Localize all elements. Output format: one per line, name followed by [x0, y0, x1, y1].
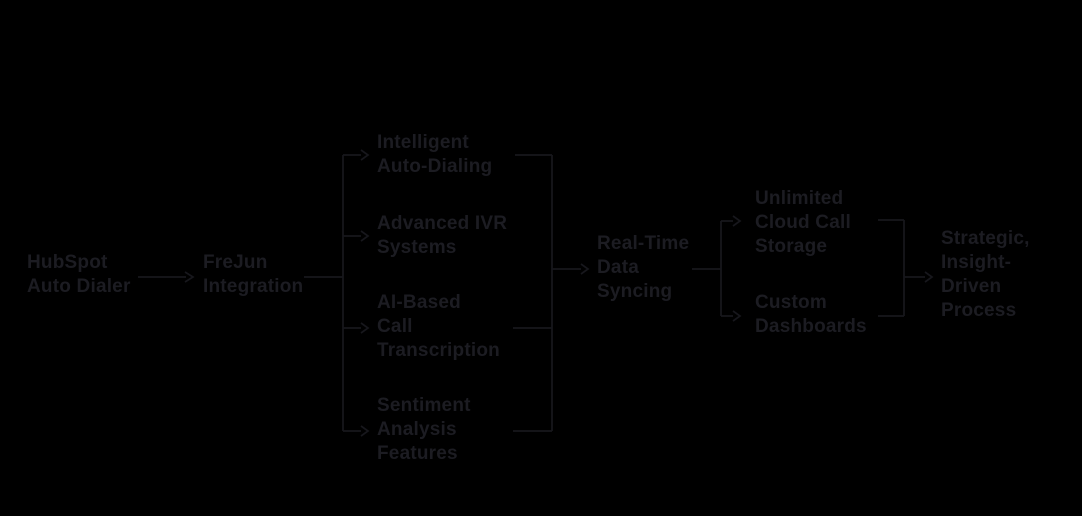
arrow-right-icon	[732, 310, 742, 322]
node-real-time-data-syncing: Real-Time Data Syncing	[597, 233, 690, 302]
arrow-right-icon	[580, 263, 590, 275]
arrow-right-icon	[360, 230, 370, 242]
node-custom-dashboards: Custom Dashboards	[755, 292, 867, 337]
node-frejun-integration: FreJun Integration	[203, 252, 304, 297]
node-intelligent-auto-dialing: Intelligent Auto-Dialing	[377, 132, 493, 177]
node-advanced-ivr-systems: Advanced IVR Systems	[377, 213, 508, 258]
arrow-right-icon	[360, 322, 370, 334]
node-ai-based-call-transcription: AI-Based Call Transcription	[377, 292, 500, 361]
node-strategic-insight-driven-process: Strategic, Insight- Driven Process	[941, 228, 1030, 321]
arrow-right-icon	[924, 271, 934, 283]
node-hubspot-auto-dialer: HubSpot Auto Dialer	[27, 252, 131, 297]
arrow-right-icon	[732, 215, 742, 227]
arrow-right-icon	[360, 149, 370, 161]
arrow-right-icon	[184, 271, 195, 283]
arrow-right-icon	[360, 425, 370, 437]
node-sentiment-analysis-features: Sentiment Analysis Features	[377, 395, 471, 464]
node-unlimited-cloud-call-storage: Unlimited Cloud Call Storage	[755, 188, 851, 257]
